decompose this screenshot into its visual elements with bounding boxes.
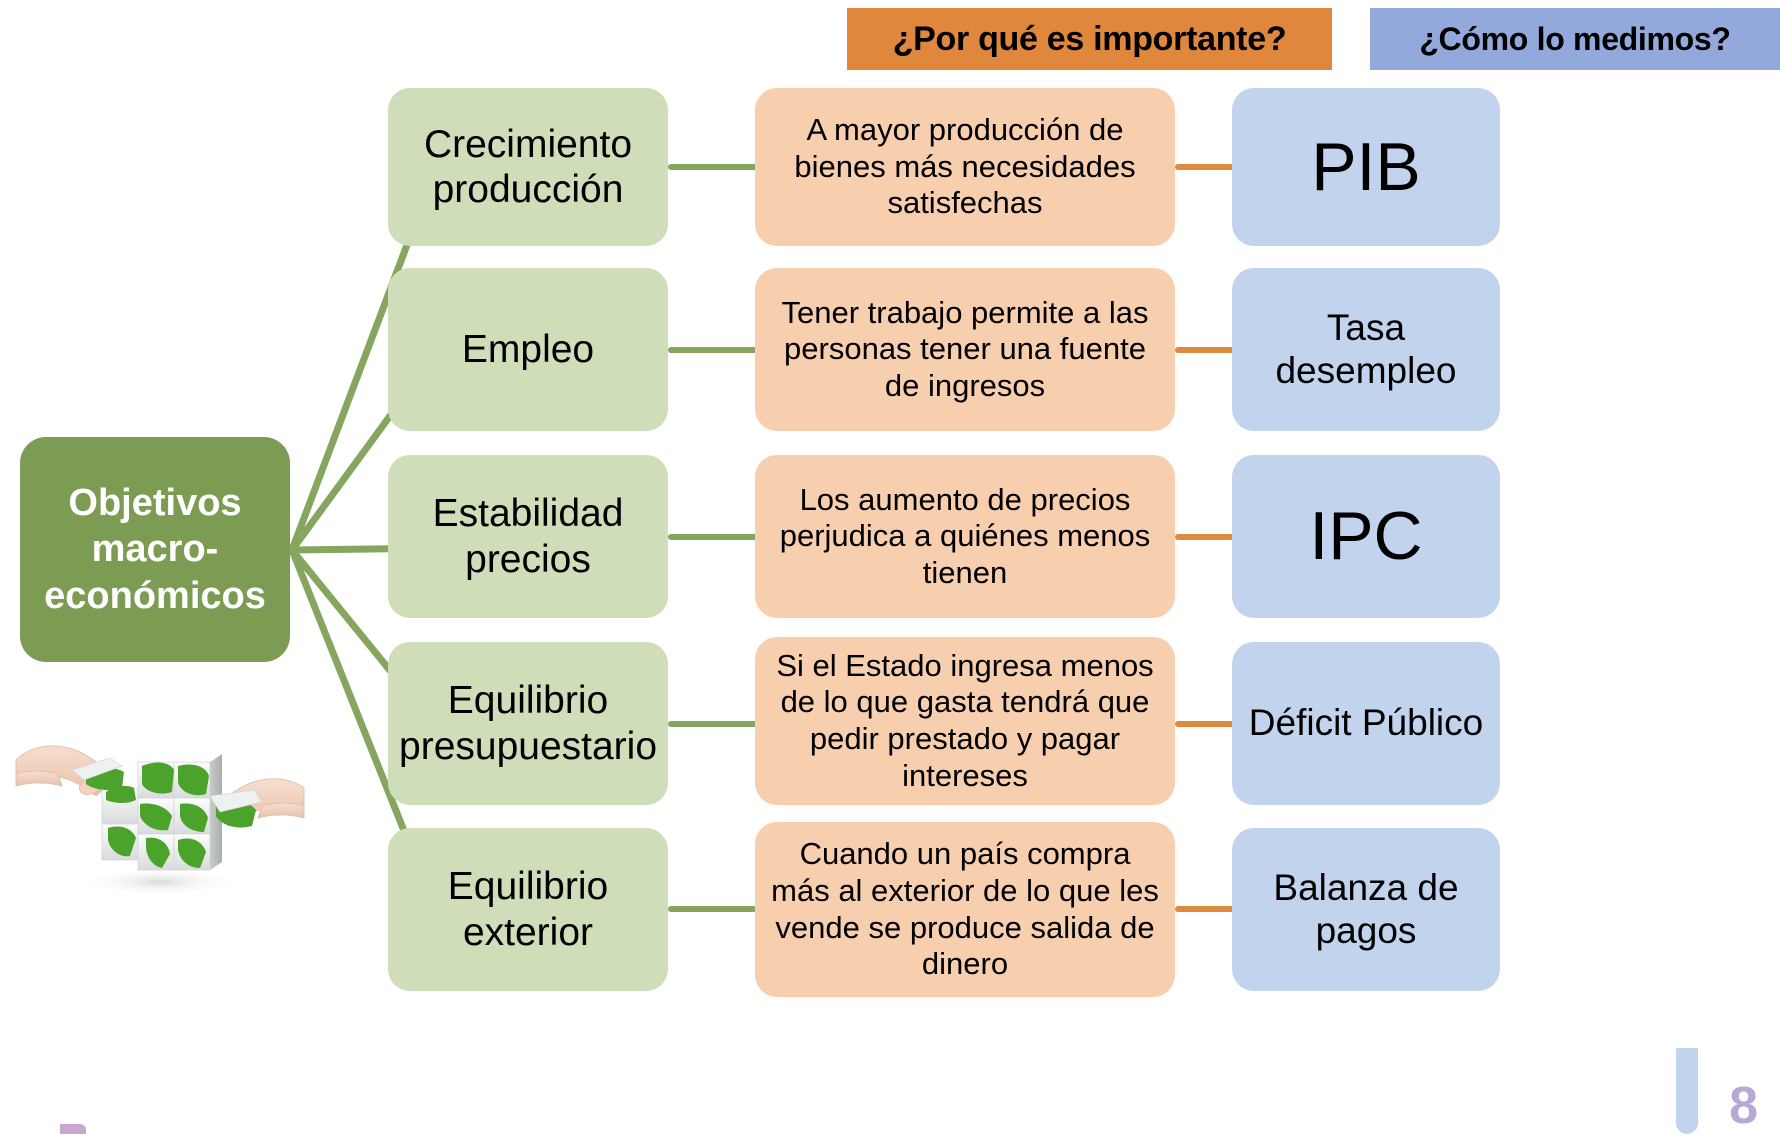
hub-label: Objetivos macro- económicos [44,480,266,619]
objective-box[interactable]: Equilibrio presupuestario [388,642,668,805]
world-map-green [86,762,256,868]
link-objective-to-reason [668,721,758,727]
link-reason-to-measure [1175,347,1235,353]
page-number: 8 [1729,1077,1758,1135]
corner-accent-left [60,1124,86,1134]
hub-label-line3: económicos [44,574,266,617]
corner-accent-tab [1676,1048,1698,1134]
reason-box[interactable]: Los aumento de precios perjudica a quién… [755,455,1175,618]
link-objective-to-reason [668,164,758,170]
link-objective-to-reason [668,347,758,353]
hub-label-line2: macro- [91,528,219,571]
link-reason-to-measure [1175,721,1235,727]
column-header-why-important: ¿Por qué es importante? [847,8,1332,70]
measure-box[interactable]: Déficit Público [1232,642,1500,805]
objective-box[interactable]: Equilibrio exterior [388,828,668,991]
link-reason-to-measure [1175,534,1235,540]
hub-label-line1: Objetivos [68,481,242,524]
measure-box[interactable]: PIB [1232,88,1500,246]
link-reason-to-measure [1175,164,1235,170]
link-reason-to-measure [1175,906,1235,912]
objective-box[interactable]: Empleo [388,268,668,431]
measure-box[interactable]: IPC [1232,455,1500,618]
objective-box[interactable]: Estabilidad precios [388,455,668,618]
reason-box[interactable]: A mayor producción de bienes más necesid… [755,88,1175,246]
reason-box[interactable]: Tener trabajo permite a las personas ten… [755,268,1175,431]
link-objective-to-reason [668,906,758,912]
objective-box[interactable]: Crecimiento producción [388,88,668,246]
detached-tiles [71,757,263,813]
world-cube-puzzle-image [15,745,305,896]
link-objective-to-reason [668,534,758,540]
measure-box[interactable]: Tasa desempleo [1232,268,1500,431]
reason-box[interactable]: Cuando un país compra más al exterior de… [755,822,1175,997]
measure-box[interactable]: Balanza de pagos [1232,828,1500,991]
reason-box[interactable]: Si el Estado ingresa menos de lo que gas… [755,637,1175,805]
central-node-objectives[interactable]: Objetivos macro- económicos [20,437,290,662]
column-header-how-measured: ¿Cómo lo medimos? [1370,8,1780,70]
